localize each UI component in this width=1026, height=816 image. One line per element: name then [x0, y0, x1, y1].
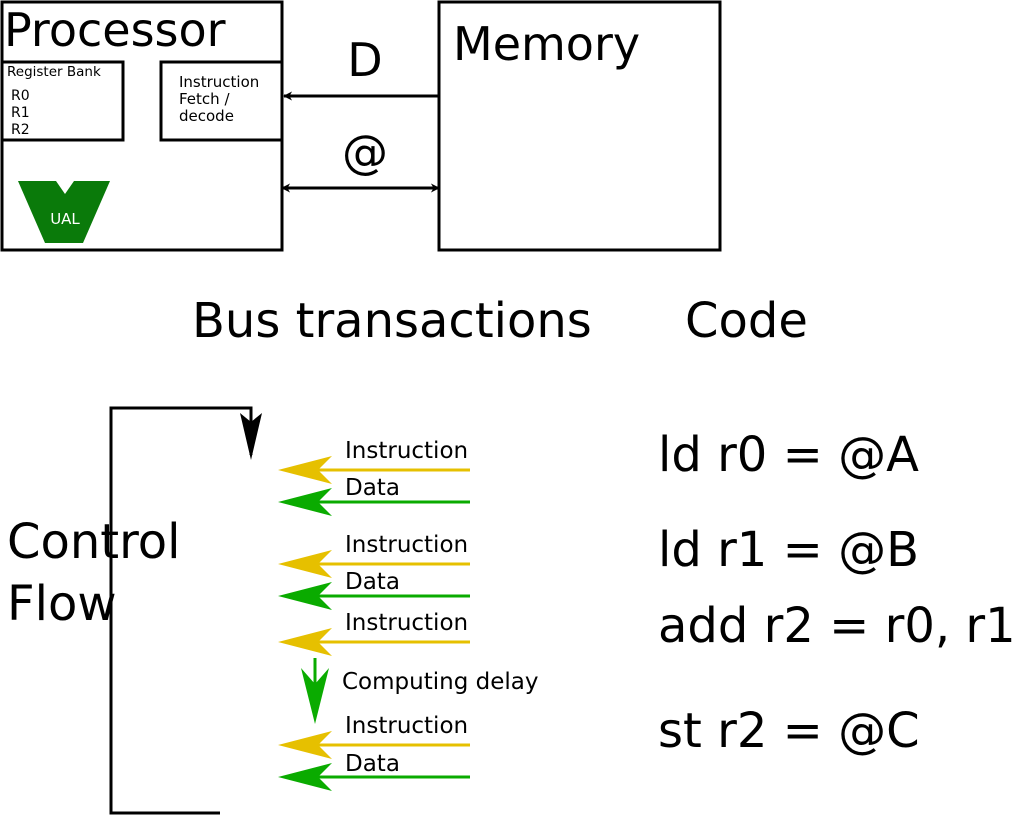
- transaction-arrow-head: [278, 488, 332, 516]
- control-flow-loop: Control Flow: [7, 406, 262, 815]
- buses: D @: [281, 33, 440, 193]
- fetch-decode-line-1: Instruction: [179, 73, 259, 91]
- fetch-decode-unit: Instruction Fetch / decode: [159, 60, 284, 142]
- code-listing: ld r0 = @A ld r1 = @B add r2 = r0, r1 st…: [658, 427, 1016, 759]
- control-flow-label-line-2: Flow: [7, 576, 117, 632]
- computing-delay-label: Computing delay: [342, 669, 538, 695]
- code-line: ld r0 = @A: [658, 427, 919, 483]
- transaction-label-data: Data: [345, 751, 400, 777]
- transaction-label-instruction: Instruction: [345, 713, 468, 739]
- register-bank: Register Bank R0 R1 R2: [0, 60, 125, 142]
- memory-block: Memory: [437, 0, 722, 252]
- data-transfer-arrow: [278, 763, 470, 791]
- transaction-label-instruction: Instruction: [345, 532, 468, 558]
- register-r1: R1: [11, 105, 30, 121]
- register-r2: R2: [11, 122, 30, 138]
- control-flow-line: [109, 406, 253, 815]
- address-bus-label: @: [342, 125, 388, 179]
- transaction-arrow-head: [278, 763, 332, 791]
- instruction-fetch-arrow: [278, 456, 470, 484]
- processor-block: Processor Register Bank R0 R1 R2 Instruc…: [0, 0, 284, 252]
- instruction-fetch-arrow: [278, 731, 470, 759]
- transaction-label-data: Data: [345, 475, 400, 501]
- processor-title: Processor: [4, 3, 226, 57]
- data-transfer-arrow: [278, 582, 470, 610]
- register-r0: R0: [11, 88, 30, 104]
- register-bank-title: Register Bank: [7, 64, 101, 80]
- transaction-arrow-head: [278, 456, 332, 484]
- alu-shape: [18, 181, 110, 243]
- code-line: ld r1 = @B: [658, 522, 919, 578]
- transaction-arrow-head: [278, 731, 332, 759]
- bus-transactions-heading: Bus transactions: [192, 293, 592, 349]
- transaction-arrow-head: [278, 582, 332, 610]
- computing-delay-arrow: [301, 658, 329, 724]
- transaction-arrow-head: [278, 550, 332, 578]
- bus-transaction-list: Instruction Data Instruction Data Instru…: [278, 438, 538, 791]
- code-line: st r2 = @C: [658, 703, 920, 759]
- fetch-decode-line-3: decode: [179, 107, 234, 125]
- memory-title: Memory: [453, 17, 640, 71]
- data-bus-label: D: [347, 33, 382, 87]
- register-bank-box: [0, 60, 125, 142]
- transaction-arrow-head: [278, 628, 332, 656]
- data-transfer-arrow: [278, 488, 470, 516]
- fetch-decode-line-2: Fetch /: [179, 90, 230, 108]
- instruction-fetch-arrow: [278, 628, 470, 656]
- transaction-label-data: Data: [345, 569, 400, 595]
- transaction-label-instruction: Instruction: [345, 438, 468, 464]
- control-flow-label-line-1: Control: [7, 514, 181, 570]
- memory-box: [437, 0, 722, 252]
- alu: UAL: [18, 181, 110, 243]
- transaction-label-instruction: Instruction: [345, 610, 468, 636]
- code-heading: Code: [685, 293, 808, 349]
- code-line: add r2 = r0, r1: [658, 598, 1016, 654]
- control-flow-arrowhead: [240, 413, 262, 460]
- alu-label: UAL: [50, 210, 80, 228]
- instruction-fetch-arrow: [278, 550, 470, 578]
- fetch-decode-box: [159, 60, 284, 142]
